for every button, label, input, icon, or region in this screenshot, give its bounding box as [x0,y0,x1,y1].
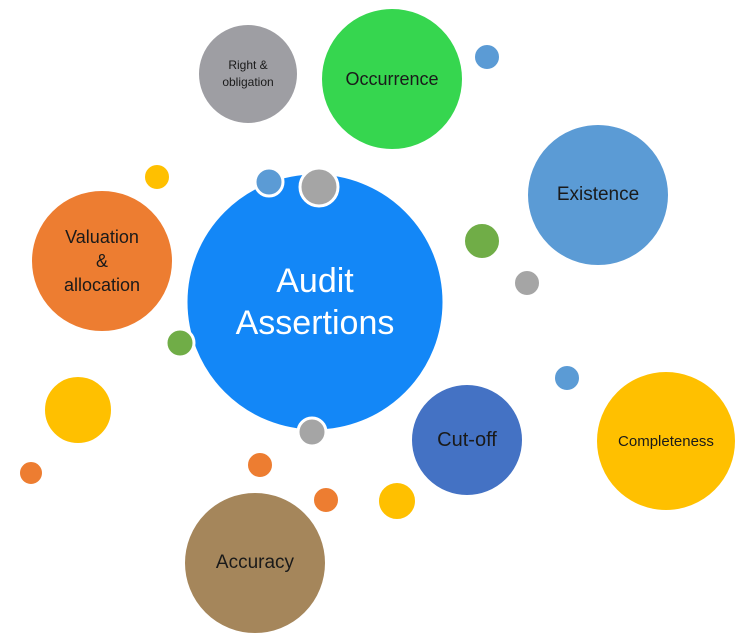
occurrence-bubble [320,7,464,151]
decor-bubble [553,364,581,392]
decor-bubble [312,486,340,514]
decor-bubble [473,43,501,71]
completeness-bubble [595,370,737,512]
decor-bubble [513,269,541,297]
decor-bubble [164,327,196,359]
decor-bubble [143,163,171,191]
decor-bubble [253,166,285,198]
decor-bubble [43,375,113,445]
decor-bubble [463,222,501,260]
existence-bubble [526,123,670,267]
cut-off-bubble [410,383,524,497]
decor-bubble [18,460,44,486]
decor-bubble [296,416,328,448]
right-obligation-bubble [197,23,299,125]
decor-bubble [246,451,274,479]
decor-bubble [377,481,417,521]
audit-assertions-center-bubble [184,171,446,433]
valuation-allocation-bubble [30,189,174,333]
decor-bubble [298,166,340,208]
accuracy-bubble [183,491,327,635]
